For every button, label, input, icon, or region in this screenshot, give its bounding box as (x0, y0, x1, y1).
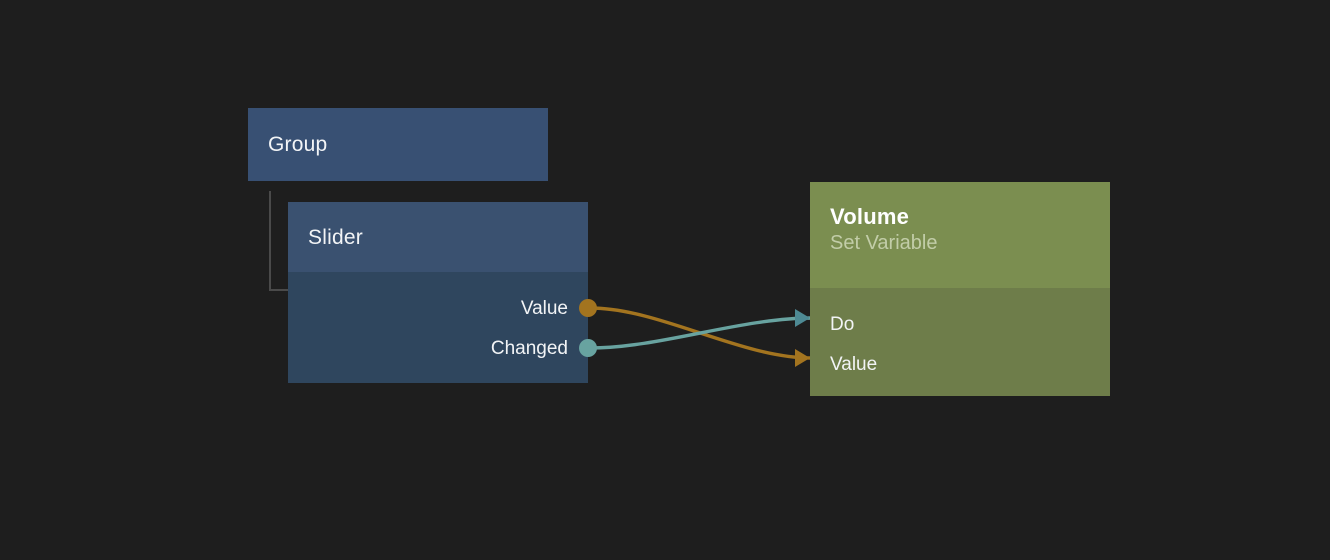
port-label-volume-value: Value (830, 353, 878, 375)
node-group[interactable]: Group (248, 108, 548, 181)
node-group-header[interactable]: Group (248, 108, 548, 181)
node-volume[interactable]: Volume Set Variable Do Value (795, 182, 1110, 396)
node-slider-header[interactable]: Slider (288, 202, 588, 272)
port-label-slider-value: Value (520, 297, 568, 319)
node-volume-title: Volume (830, 204, 910, 229)
wire-changed-to-do (588, 316, 814, 350)
port-row-slider-value[interactable]: Value (521, 297, 568, 319)
node-volume-header[interactable]: Volume Set Variable (810, 182, 1110, 288)
port-label-slider-changed: Changed (490, 337, 568, 359)
port-row-volume-do[interactable]: Do (830, 313, 854, 335)
group-child-bracket (269, 191, 291, 291)
port-arrow-volume-do[interactable] (795, 309, 810, 327)
node-slider-title: Slider (308, 225, 363, 249)
node-volume-body: Do Value (810, 288, 1110, 396)
node-slider[interactable]: Slider Value Changed (288, 202, 597, 383)
port-row-volume-value[interactable]: Value (830, 353, 877, 375)
node-volume-subtitle: Set Variable (830, 232, 938, 255)
port-arrow-volume-value[interactable] (795, 349, 810, 367)
node-group-title: Group (268, 133, 328, 156)
node-slider-body: Value Changed (288, 272, 588, 383)
port-label-volume-do: Do (830, 313, 855, 335)
port-dot-slider-changed[interactable] (579, 339, 597, 357)
port-row-slider-changed[interactable]: Changed (491, 337, 568, 359)
wire-value-to-value (588, 306, 814, 360)
port-dot-slider-value[interactable] (579, 299, 597, 317)
